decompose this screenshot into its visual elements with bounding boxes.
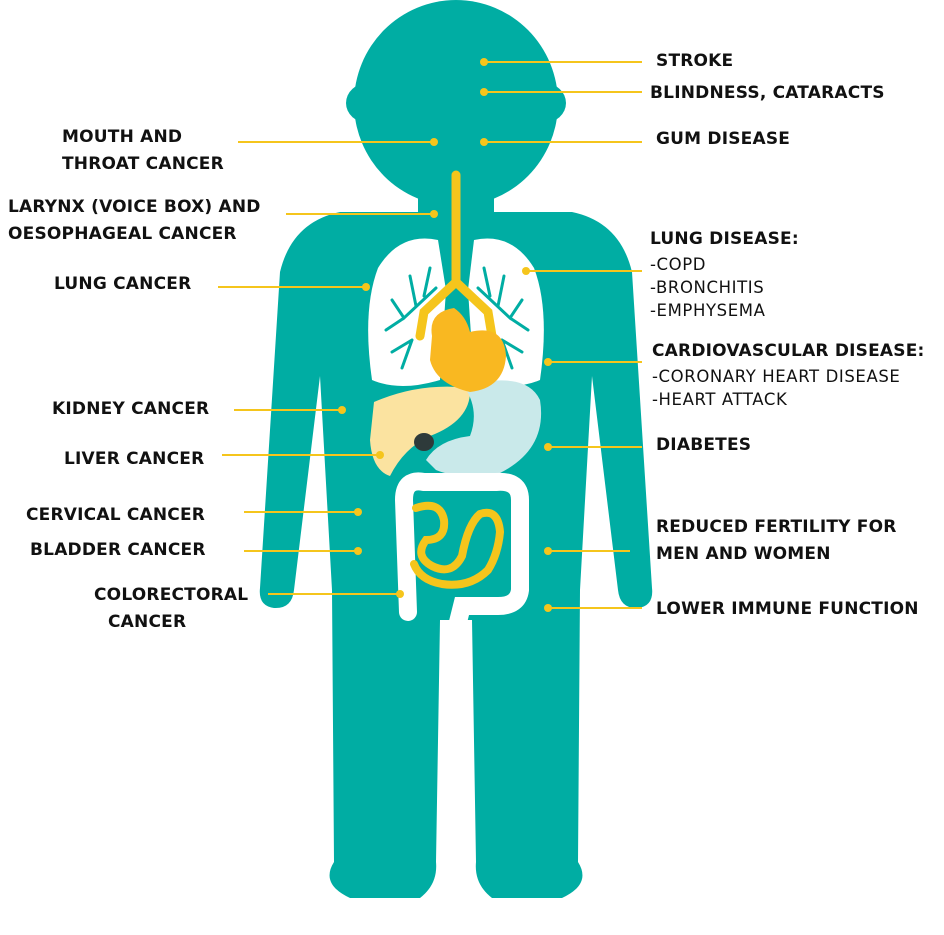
mouth-line-1: MOUTH AND [62,124,224,151]
larynx-line-2: OESOPHAGEAL CANCER [8,221,261,248]
label-liver-cancer: LIVER CANCER [64,446,204,473]
lung-disease-copd: -COPD [650,253,799,276]
cardio-heading: CARDIOVASCULAR DISEASE: [652,341,925,361]
lung-disease-emphysema: -EMPHYSEMA [650,299,799,322]
label-gum-disease: GUM DISEASE [656,126,790,153]
label-cervical-cancer: CERVICAL CANCER [26,502,205,529]
label-colorectoral-cancer: COLORECTORAL CANCER [94,582,248,636]
label-diabetes: DIABETES [656,432,751,459]
lung-disease-bronchitis: -BRONCHITIS [650,276,799,299]
label-kidney-cancer: KIDNEY CANCER [52,396,209,423]
label-reduced-fertility: REDUCED FERTILITY FOR MEN AND WOMEN [656,514,897,568]
fertility-line-1: REDUCED FERTILITY FOR [656,514,897,541]
label-stroke: STROKE [656,48,733,75]
label-mouth-throat-cancer: MOUTH AND THROAT CANCER [62,124,224,178]
label-lung-cancer: LUNG CANCER [54,271,191,298]
label-lung-disease: LUNG DISEASE: -COPD -BRONCHITIS -EMPHYSE… [650,226,799,322]
fertility-line-2: MEN AND WOMEN [656,541,897,568]
lung-disease-heading: LUNG DISEASE: [650,229,799,249]
colorectal-line-2: CANCER [94,609,248,636]
larynx-line-1: LARYNX (VOICE BOX) AND [8,194,261,221]
label-cardiovascular-disease: CARDIOVASCULAR DISEASE: -CORONARY HEART … [652,338,925,411]
label-bladder-cancer: BLADDER CANCER [30,537,206,564]
gallbladder [414,433,434,451]
label-blindness-cataracts: BLINDNESS, CATARACTS [650,80,885,107]
cardio-coronary: -CORONARY HEART DISEASE [652,365,925,388]
label-lower-immune-function: LOWER IMMUNE FUNCTION [656,596,919,623]
cardio-heart-attack: -HEART ATTACK [652,388,925,411]
mouth-line-2: THROAT CANCER [62,151,224,178]
label-larynx-oesophageal-cancer: LARYNX (VOICE BOX) AND OESOPHAGEAL CANCE… [8,194,261,248]
colorectal-line-1: COLORECTORAL [94,582,248,609]
